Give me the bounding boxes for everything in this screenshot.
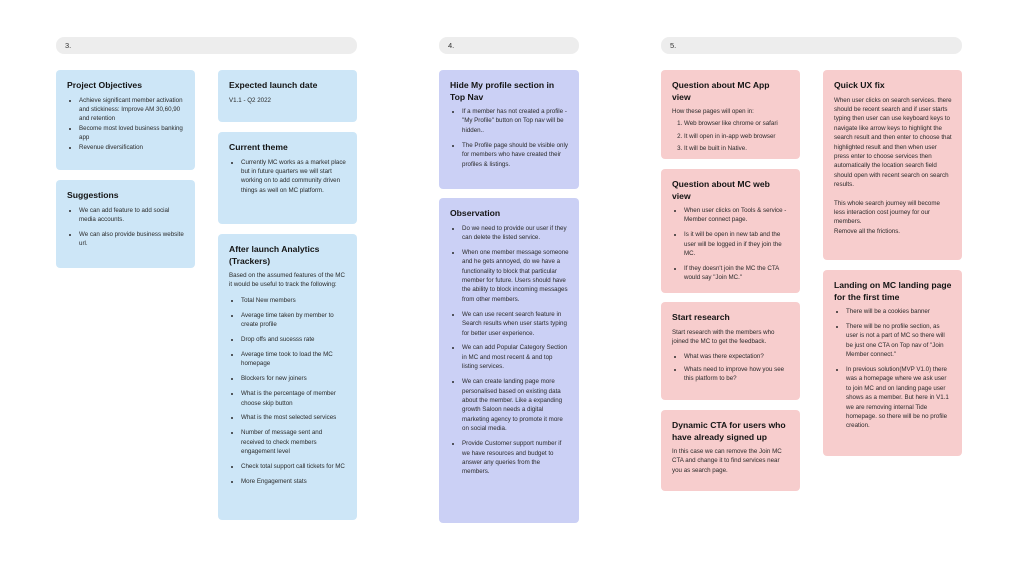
card-title: Project Objectives [67, 80, 142, 90]
list-item: There will be a cookies banner [846, 307, 952, 316]
list-item: It will be built in Native. [684, 144, 790, 153]
card-text: In this case we can remove the Join MC C… [672, 448, 782, 474]
list-item: Web browser like chrome or safari [684, 119, 790, 128]
list-item: Become most loved business banking app [79, 124, 185, 143]
card-title: Question about MC web view [672, 179, 770, 201]
list-item: We can use recent search feature in Sear… [462, 310, 569, 338]
card-suggestions[interactable]: Suggestions We can add feature to add so… [56, 180, 195, 268]
card-intro: How these pages will open in: [672, 108, 754, 115]
card-observation[interactable]: Observation Do we need to provide our us… [439, 198, 579, 523]
list-item: More Engagement stats [241, 477, 347, 486]
card-text: This whole search journey will become le… [834, 199, 940, 226]
list-item: Provide Customer support number if we ha… [462, 439, 569, 477]
card-title: Start research [672, 312, 730, 322]
list-item: Drop offs and sucesss rate [241, 335, 347, 344]
list-item: Is it will be open in new tab and the us… [684, 230, 790, 258]
list-item: Do we need to provide our user if they c… [462, 224, 569, 243]
list-item: What is the most selected services [241, 413, 347, 422]
list-item: We can also provide business website url… [79, 230, 185, 249]
list-item: We can add Popular Category Section in M… [462, 343, 569, 371]
list-item: Achieve significant member activation an… [79, 96, 185, 124]
list-item: Check total support call tickets for MC [241, 462, 347, 471]
list-item: In previous solution(MVP V1.0) there was… [846, 365, 952, 431]
card-intro: Start research with the members who join… [672, 328, 775, 345]
list-item: Currently MC works as a market place but… [241, 158, 347, 196]
list-item: What was there expectation? [684, 352, 790, 361]
card-title: Question about MC App view [672, 80, 770, 102]
list-item: Average time took to load the MC homepag… [241, 350, 347, 369]
card-expected-launch-date[interactable]: Expected launch date V1.1 - Q2 2022 [218, 70, 357, 122]
list-item: If they doesn't join the MC the CTA woul… [684, 264, 790, 283]
list-item: When user clicks on Tools & service - Me… [684, 206, 790, 225]
list-item: Blockers for new joiners [241, 374, 347, 383]
list-item: Average time taken by member to create p… [241, 311, 347, 330]
list-item: If a member has not created a profile - … [462, 107, 569, 135]
section-header-4: 4. [439, 37, 579, 54]
list-item: We can create landing page more personal… [462, 377, 569, 433]
list-item: When one member message someone and he g… [462, 248, 569, 304]
card-mc-app-view[interactable]: Question about MC App view How these pag… [661, 70, 800, 159]
list-item: Number of message sent and received to c… [241, 428, 347, 456]
card-landing-first-time[interactable]: Landing on MC landing page for the first… [823, 270, 962, 456]
card-mc-web-view[interactable]: Question about MC web view When user cli… [661, 169, 800, 293]
card-title: After launch Analytics (Trackers) [229, 244, 320, 266]
card-title: Observation [450, 208, 501, 218]
list-item: There will be no profile section, as use… [846, 322, 952, 360]
card-title: Landing on MC landing page for the first… [834, 280, 952, 302]
list-item: Total New members [241, 296, 347, 305]
card-title: Quick UX fix [834, 80, 885, 90]
card-quick-ux-fix[interactable]: Quick UX fix When user clicks on search … [823, 70, 962, 260]
card-intro: Based on the assumed features of the MC … [229, 272, 345, 289]
list-item: It will open in in-app web browser [684, 132, 790, 141]
card-text: When user clicks on search services. the… [834, 96, 952, 189]
list-item: We can add feature to add social media a… [79, 206, 185, 225]
card-title: Expected launch date [229, 80, 318, 90]
card-after-launch-analytics[interactable]: After launch Analytics (Trackers) Based … [218, 234, 357, 520]
card-project-objectives[interactable]: Project Objectives Achieve significant m… [56, 70, 195, 170]
card-current-theme[interactable]: Current theme Currently MC works as a ma… [218, 132, 357, 224]
list-item: Whats need to improve how you see this p… [684, 365, 790, 384]
card-title: Hide My profile section in Top Nav [450, 80, 555, 102]
card-text: V1.1 - Q2 2022 [229, 96, 271, 104]
card-title: Suggestions [67, 190, 119, 200]
list-item: The Profile page should be visible only … [462, 141, 569, 169]
section-header-3: 3. [56, 37, 357, 54]
card-text: Remove all the frictions. [834, 227, 901, 235]
card-title: Current theme [229, 142, 288, 152]
card-title: Dynamic CTA for users who have already s… [672, 420, 786, 442]
list-item: What is the percentage of member choose … [241, 389, 347, 408]
card-dynamic-cta[interactable]: Dynamic CTA for users who have already s… [661, 410, 800, 491]
section-header-5: 5. [661, 37, 962, 54]
card-hide-my-profile[interactable]: Hide My profile section in Top Nav If a … [439, 70, 579, 189]
list-item: Revenue diversification [79, 143, 185, 152]
card-start-research[interactable]: Start research Start research with the m… [661, 302, 800, 400]
